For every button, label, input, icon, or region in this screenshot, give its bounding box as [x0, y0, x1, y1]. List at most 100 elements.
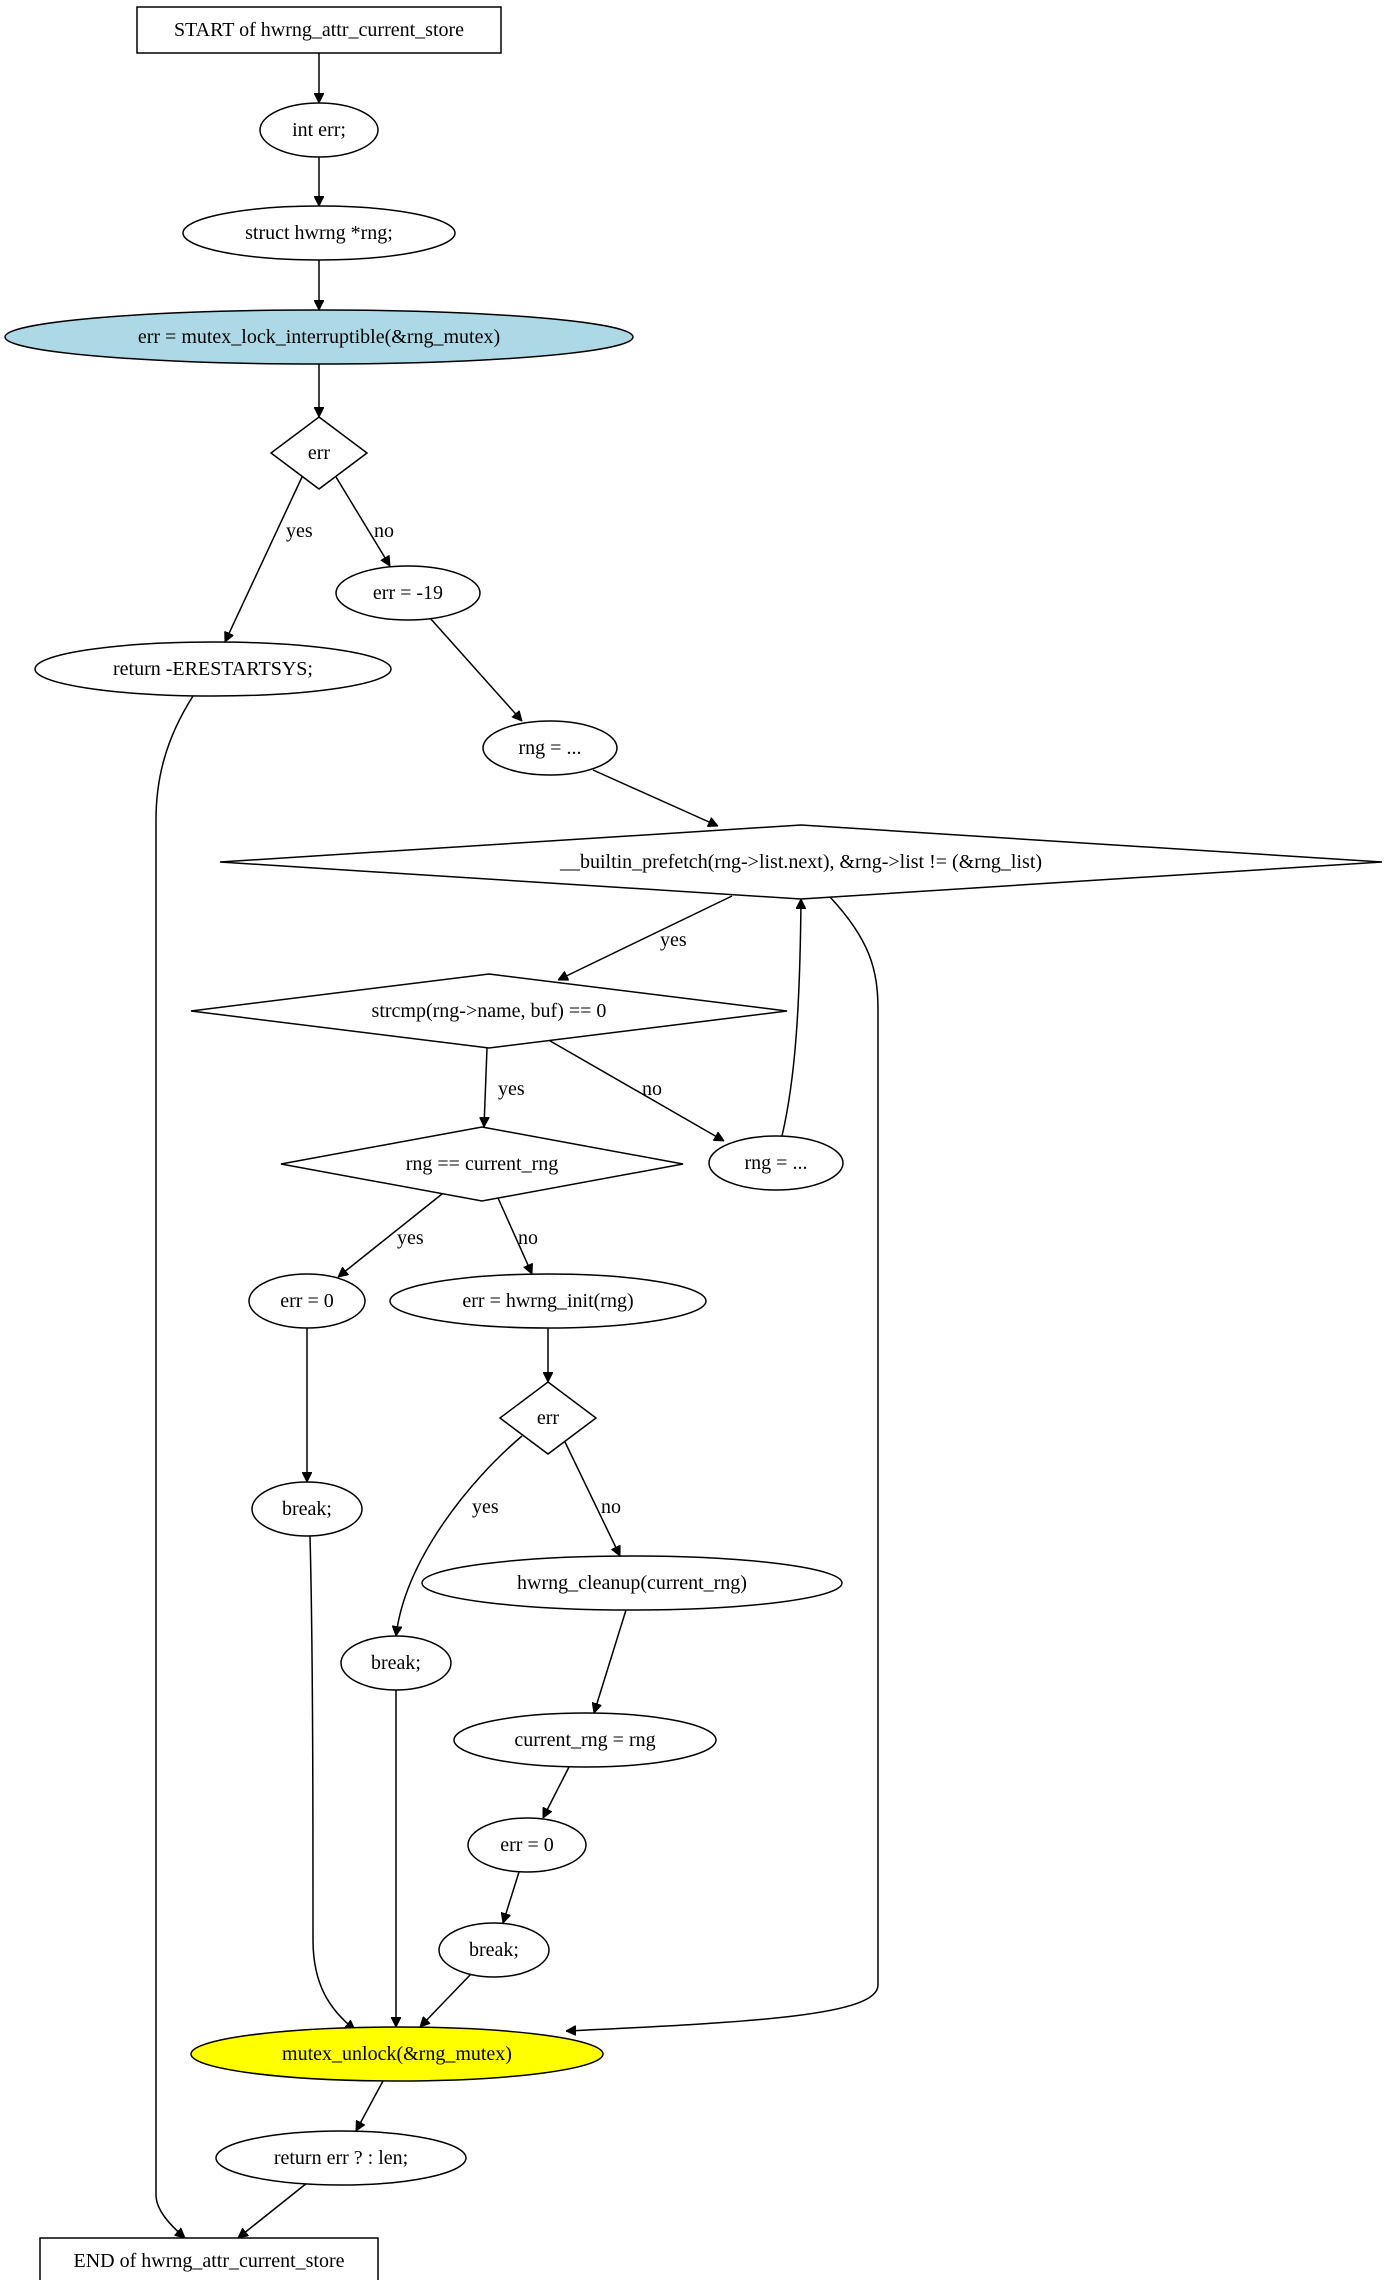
edge-label: yes — [498, 1078, 525, 1100]
ellipse-shape — [708, 1135, 844, 1191]
edge-n_return_restart-to-end — [155, 695, 194, 2238]
node-label: hwrng_cleanup(current_rng) — [517, 1572, 747, 1594]
edge-line — [542, 1766, 570, 1818]
ellipse-shape — [251, 1481, 363, 1537]
edge-line — [558, 895, 733, 981]
node-label: START of hwrng_attr_current_store — [174, 19, 464, 41]
edge-n_rng_next-to-d_loop — [781, 899, 801, 1137]
node-label: __builtin_prefetch(rng->list.next), &rng… — [559, 851, 1042, 873]
edge-line — [155, 695, 194, 2238]
edge-d_err2-to-n_break2: yes — [396, 1435, 523, 1636]
edge-label: no — [601, 1496, 621, 1518]
ellipse-shape — [259, 102, 379, 158]
box-shape — [39, 2237, 379, 2280]
node-n-rng-next: rng = ... — [708, 1135, 844, 1191]
edge-n_err0b-to-n_break3 — [503, 1871, 520, 1923]
edge-line — [338, 1193, 443, 1277]
node-label: struct hwrng *rng; — [245, 222, 393, 244]
edge-line — [503, 1871, 520, 1923]
ellipse-shape — [467, 1817, 587, 1873]
ellipse-shape — [453, 1712, 717, 1768]
node-label: END of hwrng_attr_current_store — [73, 2250, 344, 2272]
node-n-err19: err = -19 — [335, 565, 481, 621]
edge-n_assign-to-n_err0b — [542, 1766, 570, 1818]
node-label: mutex_unlock(&rng_mutex) — [282, 2043, 512, 2065]
node-label: err = 0 — [500, 1834, 553, 1856]
ellipse-shape — [248, 1273, 366, 1329]
ellipse-shape — [335, 565, 481, 621]
ellipse-shape — [421, 1555, 843, 1611]
ellipse-shape — [34, 641, 392, 697]
node-n-struct: struct hwrng *rng; — [182, 205, 456, 261]
edge-line — [225, 476, 303, 642]
edge-label: yes — [397, 1227, 424, 1249]
node-d-err2: err — [498, 1381, 598, 1455]
ellipse-shape — [190, 2026, 604, 2082]
node-label: rng = ... — [519, 737, 582, 759]
edge-n_break3-to-n_unlock — [420, 1973, 472, 2027]
edge-d_err1-to-n_return_restart: yes — [225, 476, 313, 642]
edge-label: yes — [286, 520, 313, 542]
node-n-err0b: err = 0 — [467, 1817, 587, 1873]
ellipse-shape — [215, 2130, 467, 2186]
edge-label: no — [518, 1227, 538, 1249]
ellipse-shape — [482, 720, 618, 776]
node-end: END of hwrng_attr_current_store — [39, 2237, 379, 2280]
node-label: strcmp(rng->name, buf) == 0 — [372, 1000, 607, 1022]
node-n-return-len: return err ? : len; — [215, 2130, 467, 2186]
ellipse-shape — [4, 309, 634, 365]
edge-label: no — [642, 1078, 662, 1100]
ellipse-shape — [340, 1635, 452, 1691]
node-n-unlock: mutex_unlock(&rng_mutex) — [190, 2026, 604, 2082]
node-n-err0a: err = 0 — [248, 1273, 366, 1329]
edge-label: yes — [660, 929, 687, 951]
node-n-break1: break; — [251, 1481, 363, 1537]
ellipse-shape — [438, 1922, 550, 1978]
edge-n_unlock-to-n_return_len — [355, 2080, 384, 2131]
edge-line — [592, 769, 718, 826]
node-label: break; — [469, 1939, 519, 1961]
node-label: break; — [282, 1498, 332, 1520]
node-label: int err; — [292, 119, 346, 141]
box-shape — [136, 6, 502, 54]
node-n-lock: err = mutex_lock_interruptible(&rng_mute… — [4, 309, 634, 365]
edge-line — [396, 1435, 523, 1636]
node-n-break3: break; — [438, 1922, 550, 1978]
node-label: rng == current_rng — [406, 1153, 559, 1175]
diamond-shape — [498, 1381, 598, 1455]
node-label: return err ? : len; — [274, 2147, 408, 2169]
edge-line — [781, 899, 801, 1137]
node-n-rng-init: rng = ... — [482, 720, 618, 776]
node-n-return-restart: return -ERESTARTSYS; — [34, 641, 392, 697]
node-label: break; — [371, 1652, 421, 1674]
edge-d_err1-to-n_err19: no — [335, 476, 394, 566]
node-label: rng = ... — [745, 1152, 808, 1174]
edge-line — [484, 1047, 487, 1127]
ellipse-shape — [389, 1273, 707, 1329]
edge-line — [594, 1609, 627, 1713]
edge-d_current-to-n_err0a: yes — [338, 1193, 443, 1277]
edge-d_loop-to-d_strcmp: yes — [558, 895, 733, 981]
diamond-shape — [269, 416, 369, 490]
node-start: START of hwrng_attr_current_store — [136, 6, 502, 54]
edge-d_strcmp-to-n_rng_next: no — [544, 1037, 724, 1142]
edge-d_strcmp-to-d_current: yes — [484, 1047, 525, 1127]
diamond-shape — [190, 973, 788, 1049]
node-label: err — [537, 1407, 560, 1429]
edge-line — [544, 1037, 724, 1142]
node-d-loop: __builtin_prefetch(rng->list.next), &rng… — [219, 824, 1383, 900]
edge-d_err2-to-n_cleanup: no — [564, 1441, 621, 1556]
edge-n_return_len-to-end — [238, 2182, 308, 2238]
edge-d_current-to-n_hwinit: no — [497, 1197, 538, 1274]
edge-n_cleanup-to-n_assign — [594, 1609, 627, 1713]
node-d-strcmp: strcmp(rng->name, buf) == 0 — [190, 973, 788, 1049]
edge-d_loop-to-n_unlock — [566, 896, 879, 2031]
diamond-shape — [280, 1126, 684, 1202]
edge-n_err19-to-n_rng_init — [429, 617, 522, 721]
node-label: err = 0 — [280, 1290, 333, 1312]
edge-line — [429, 617, 522, 721]
edge-n_break1-to-n_unlock — [309, 1535, 355, 2030]
edge-n_rng_init-to-d_loop — [592, 769, 718, 826]
